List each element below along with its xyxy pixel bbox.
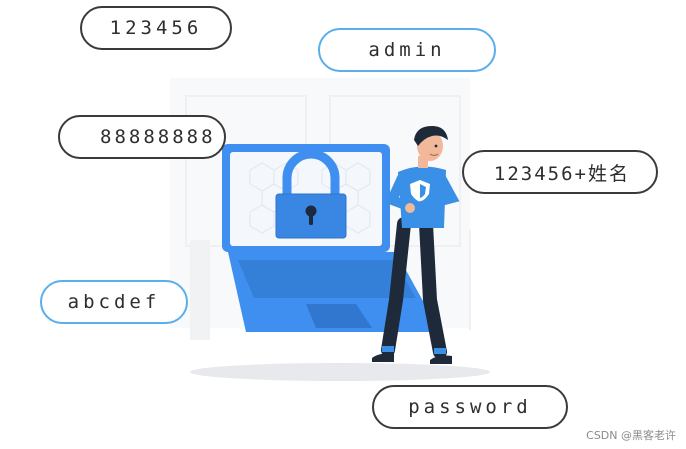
floor-shadow bbox=[190, 363, 490, 381]
password-pill-password: password bbox=[372, 385, 568, 429]
password-pill-123456-name: 123456+姓名 bbox=[462, 150, 658, 194]
pill-text: abcdef bbox=[67, 291, 161, 313]
password-pill-88888888: 88888888 bbox=[58, 115, 226, 159]
person bbox=[372, 126, 460, 364]
laptop bbox=[222, 144, 440, 332]
pill-text: 123456+姓名 bbox=[493, 162, 630, 185]
pill-text: admin bbox=[368, 39, 446, 61]
padlock-icon bbox=[275, 149, 347, 239]
pill-text: 88888888 bbox=[100, 126, 216, 148]
watermark: CSDN @黑客老许 bbox=[586, 429, 676, 442]
password-pill-123456: 123456 bbox=[80, 6, 232, 50]
password-pill-admin: admin bbox=[318, 28, 496, 72]
password-pill-abcdef: abcdef bbox=[40, 280, 188, 324]
pill-text: 123456 bbox=[109, 17, 203, 39]
pill-text: password bbox=[408, 396, 532, 418]
